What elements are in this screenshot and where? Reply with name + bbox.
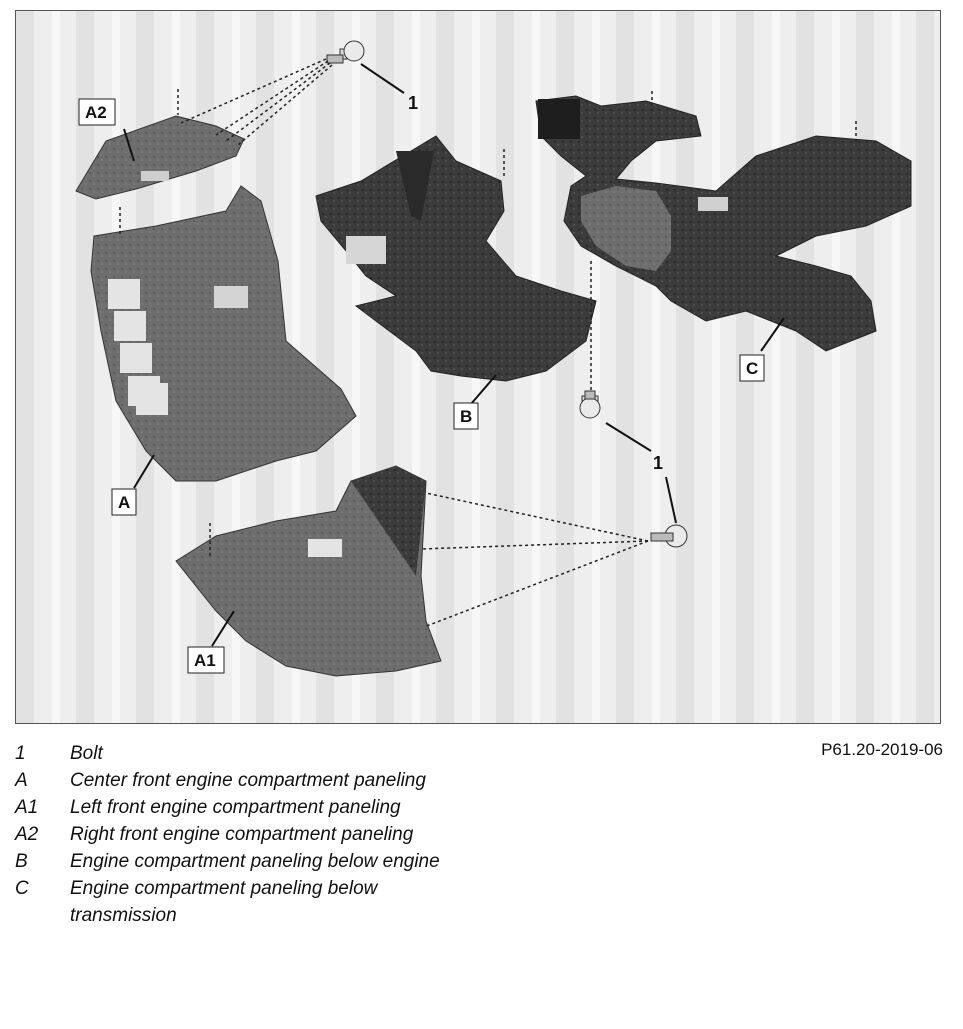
legend-text: Bolt (70, 743, 103, 764)
assembly-lines (119, 58, 857, 628)
legend: 1 Bolt A Center front engine compartment… (15, 740, 615, 929)
part-c-panel (535, 95, 912, 352)
legend-item: A1 Left front engine compartment panelin… (15, 794, 615, 821)
bolt-right-icon (650, 524, 688, 548)
legend-key: A (15, 770, 28, 791)
legend-text: Engine compartment paneling below engine (70, 851, 440, 872)
label-bolt-mid: 1 (653, 453, 663, 473)
label-bolt-top-text: 1 (408, 93, 418, 113)
legend-text: Engine compartment paneling below transm… (70, 878, 378, 926)
legend-item: A2 Right front engine compartment paneli… (15, 821, 615, 848)
label-bolt-top: 1 (408, 93, 418, 113)
label-b: B (453, 402, 479, 430)
label-a2-text: A2 (85, 103, 107, 122)
label-a1-text: A1 (194, 651, 216, 670)
label-c-text: C (746, 359, 758, 378)
parts-diagram: 1 1 A2 A B C A1 (15, 10, 941, 724)
figure-reference: P61.20-2019-06 (821, 740, 943, 759)
leader-lines (123, 63, 785, 647)
legend-key: 1 (15, 743, 26, 764)
part-b-panel (315, 135, 597, 382)
label-b-text: B (460, 407, 472, 426)
legend-item: 1 Bolt (15, 740, 615, 767)
bolt-mid-icon (579, 390, 601, 419)
part-a1-panel (175, 465, 442, 677)
part-a2-panel (75, 115, 245, 200)
legend-text: Left front engine compartment paneling (70, 797, 401, 818)
legend-text: Center front engine compartment paneling (70, 770, 426, 791)
legend-key: B (15, 851, 28, 872)
legend-item: C Engine compartment paneling below tran… (15, 875, 615, 929)
bolt-top-icon (326, 40, 365, 64)
legend-key: A2 (15, 824, 39, 845)
legend-key: C (15, 878, 29, 899)
label-a1: A1 (187, 646, 225, 674)
legend-text: Right front engine compartment paneling (70, 824, 414, 845)
label-c: C (739, 354, 765, 382)
label-a: A (111, 488, 137, 516)
label-bolt-mid-text: 1 (653, 453, 663, 473)
legend-item: A Center front engine compartment paneli… (15, 767, 615, 794)
label-a-text: A (118, 493, 130, 512)
part-a-panel (90, 185, 357, 482)
legend-key: A1 (15, 797, 39, 818)
legend-item: B Engine compartment paneling below engi… (15, 848, 615, 875)
label-a2: A2 (78, 98, 116, 126)
